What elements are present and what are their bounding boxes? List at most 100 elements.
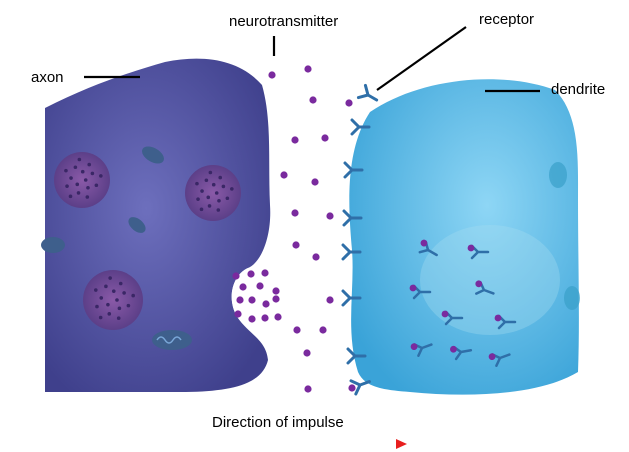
- axon-vesicle-cluster: [83, 270, 143, 330]
- mitochondrion-icon: [142, 146, 164, 164]
- bound-receptor-icon: [450, 345, 473, 361]
- direction-label: Direction of impulse: [212, 414, 344, 431]
- vesicle-dot: [77, 157, 82, 162]
- neurotransmitter-dot: [348, 384, 356, 392]
- bound-receptor-icon: [488, 353, 511, 367]
- vesicle-dot: [116, 316, 121, 321]
- vesicle-dot: [214, 191, 219, 195]
- vesicle-dots: [64, 157, 234, 321]
- neurotransmitter-dot: [247, 270, 255, 278]
- bound-receptor-icon: [475, 280, 495, 295]
- neurotransmitter-label: neurotransmitter: [229, 13, 339, 30]
- vesicle-dot: [206, 195, 211, 200]
- neurotransmitter-dot: [321, 134, 329, 142]
- bound-neurotransmitter-dot: [450, 345, 457, 353]
- receptor-group: [341, 83, 379, 396]
- receptor-arm: [350, 118, 371, 136]
- vesicle-dot: [98, 315, 103, 320]
- vesicle-dot: [216, 208, 221, 212]
- neurotransmitter-dot: [345, 99, 353, 107]
- bound-receptor-icon: [409, 284, 432, 300]
- vesicle-dot: [111, 289, 116, 293]
- neurotransmitter-dot: [262, 300, 270, 308]
- vesicle-dot: [225, 196, 230, 201]
- bound-receptor-icon: [418, 239, 438, 257]
- vesicle-dot: [64, 168, 68, 173]
- mitochondrion-icon: [128, 217, 146, 233]
- neurotransmitter-dot: [293, 326, 301, 334]
- vesicle-dot: [126, 303, 131, 308]
- bound-neurotransmitter-dot: [409, 284, 417, 292]
- dendrite-label: dendrite: [551, 81, 606, 98]
- receptor-leader-line: [376, 26, 467, 91]
- vesicle-dot: [73, 165, 78, 170]
- receptor-arm: [349, 379, 371, 396]
- vesicle-dot: [106, 302, 110, 307]
- neurotransmitter-dot: [272, 287, 280, 295]
- vesicle-dot: [115, 298, 119, 302]
- vesicle-dot: [90, 171, 95, 176]
- vesicle-dot: [94, 183, 99, 188]
- vesicle-dot: [207, 204, 212, 208]
- mitochondrion-cristae-icon: [156, 336, 182, 344]
- vesicle-dot: [196, 197, 200, 201]
- vesicle-dot: [217, 198, 221, 203]
- neurotransmitter-dot: [236, 296, 244, 304]
- dendrite-body: [349, 79, 579, 395]
- receptor-icon: [341, 289, 362, 307]
- receptor-label: receptor: [479, 11, 535, 28]
- receptor-icon: [341, 243, 362, 261]
- neurotransmitter-dot: [261, 314, 269, 322]
- neurotransmitter-dot: [268, 71, 276, 79]
- vesicle-dot: [99, 296, 104, 300]
- receptor-arm: [342, 209, 363, 227]
- bound-neurotransmitter-dot: [475, 280, 483, 288]
- vesicle-dot: [69, 176, 73, 180]
- mitochondrion-icon: [152, 330, 192, 350]
- vesicle-dot: [75, 182, 80, 187]
- neurotransmitter-dot: [261, 269, 269, 277]
- vesicle-dot: [218, 175, 223, 180]
- vesicle-dot: [68, 194, 73, 199]
- axon-label: axon: [31, 69, 64, 86]
- vesicle-dot: [131, 293, 135, 298]
- neurotransmitter-dot: [239, 283, 247, 291]
- vesicle-dot: [118, 281, 123, 286]
- neurotransmitter-dot: [291, 209, 299, 217]
- bound-neurotransmitter-dot: [488, 353, 496, 361]
- bound-receptor-icon: [467, 244, 490, 260]
- receptor-arm: [346, 347, 367, 365]
- vesicle-dot: [211, 182, 216, 187]
- vesicle-dot: [95, 304, 99, 309]
- vesicle-dot: [80, 169, 85, 174]
- neurotransmitter-group: [232, 65, 356, 393]
- vesicle-dot: [93, 288, 98, 292]
- neurotransmitter-dot: [304, 65, 312, 73]
- receptor-icon: [350, 118, 371, 136]
- vesicle-dot: [83, 178, 88, 182]
- release-vesicle: [231, 266, 285, 334]
- bound-neurotransmitter-dot: [467, 244, 475, 252]
- vesicle-dot: [76, 191, 81, 195]
- vesicle-dot: [65, 184, 69, 188]
- receptor-arm: [341, 289, 362, 307]
- receptor-icon: [346, 347, 367, 365]
- vesicle-dot: [87, 162, 92, 167]
- receptor-icon: [343, 161, 364, 179]
- bound-neurotransmitter-dot: [441, 310, 449, 318]
- vesicle-dot: [230, 187, 234, 191]
- vesicle-dot: [200, 189, 204, 193]
- neurotransmitter-dot: [303, 349, 311, 357]
- axon-vesicle-cluster: [54, 152, 110, 208]
- bound-neurotransmitter-dot: [410, 343, 418, 351]
- neurotransmitter-dot: [312, 253, 320, 261]
- vesicle-dot: [199, 207, 204, 212]
- neurotransmitter-dot: [234, 310, 242, 318]
- receptor-icon: [356, 83, 379, 102]
- vesicle-dot: [85, 195, 90, 199]
- vesicle-dot: [117, 306, 122, 311]
- neurotransmitter-dot: [326, 212, 334, 220]
- bound-receptor-icon: [410, 343, 433, 357]
- neurotransmitter-dot: [232, 272, 240, 280]
